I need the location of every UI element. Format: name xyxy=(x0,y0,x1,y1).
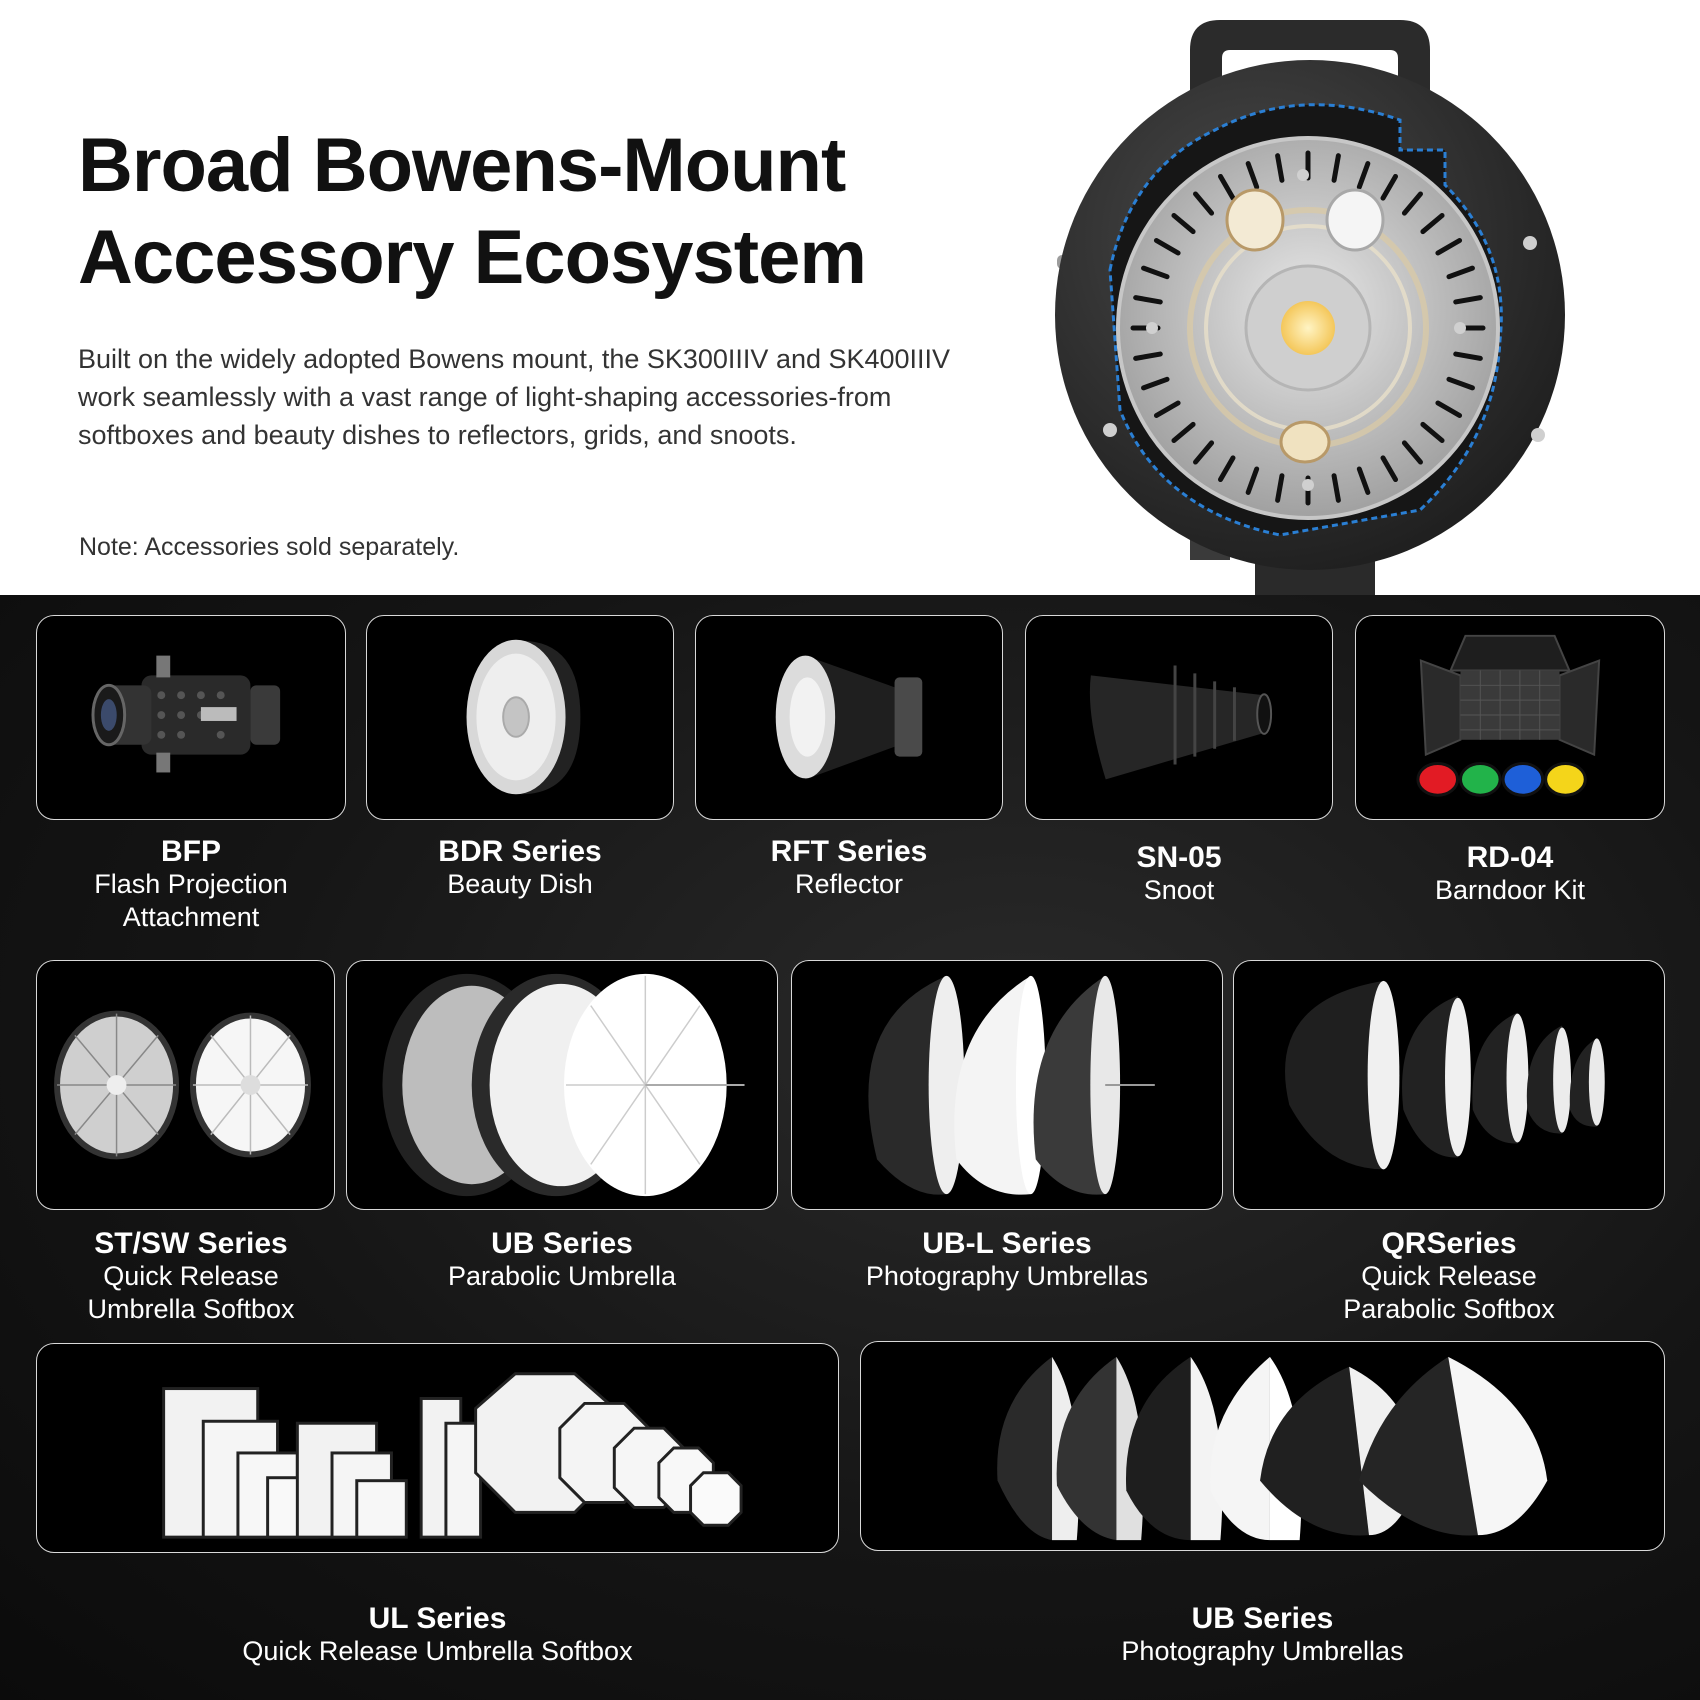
accessory-desc: Quick Release Umbrella Softbox xyxy=(87,1261,295,1324)
snoot-icon xyxy=(1089,665,1273,780)
accessory-card-ul[interactable] xyxy=(36,1343,839,1553)
accessory-caption-qr: QRSeries Quick Release Parabolic Softbox xyxy=(1233,1227,1665,1326)
title-line-2: Accessory Ecosystem xyxy=(78,215,867,300)
studio-flash-bowens-mount-icon xyxy=(1055,20,1565,595)
accessory-card-ub-photo[interactable] xyxy=(860,1341,1665,1551)
accessory-caption-rd04: RD-04 Barndoor Kit xyxy=(1355,841,1665,907)
umbrella-set-icon xyxy=(997,1356,1548,1541)
barndoor-kit-icon xyxy=(1416,634,1601,797)
header-section: Broad Bowens-Mount Accessory Ecosystem B… xyxy=(0,0,1700,595)
accessory-name: UB Series xyxy=(1191,1602,1334,1635)
accessory-caption-ub-l: UB-L Series Photography Umbrellas xyxy=(791,1227,1223,1293)
accessory-desc: Photography Umbrellas xyxy=(1121,1636,1404,1666)
accessory-name: UL Series xyxy=(368,1602,507,1635)
accessory-card-ub-l[interactable] xyxy=(791,960,1223,1210)
accessory-card-bdr[interactable] xyxy=(366,615,674,820)
accessory-name: SN-05 xyxy=(1136,841,1222,874)
accessory-name: ST/SW Series xyxy=(94,1227,288,1260)
description-text: Built on the widely adopted Bowens mount… xyxy=(78,344,951,450)
reflector-icon xyxy=(775,655,923,780)
accessory-caption-sn05: SN-05 Snoot xyxy=(1025,841,1333,907)
page-title: Broad Bowens-Mount Accessory Ecosystem xyxy=(78,120,978,304)
accessory-caption-st-sw: ST/SW Series Quick Release Umbrella Soft… xyxy=(36,1227,346,1326)
accessory-caption-bdr: BDR Series Beauty Dish xyxy=(366,835,674,901)
accessory-card-rd04[interactable] xyxy=(1355,615,1665,820)
accessory-name: QRSeries xyxy=(1381,1227,1517,1260)
note-text: Note: Accessories sold separately. xyxy=(79,533,460,561)
parabolic-umbrella-icon xyxy=(382,973,745,1197)
accessory-desc: Quick Release Umbrella Softbox xyxy=(242,1636,633,1666)
accessory-caption-bfp: BFP Flash Projection Attachment xyxy=(36,835,346,934)
accessory-desc: Snoot xyxy=(1143,875,1215,905)
accessory-card-bfp[interactable] xyxy=(36,615,346,820)
accessory-desc: Quick Release Parabolic Softbox xyxy=(1343,1261,1555,1324)
accessory-name: UB-L Series xyxy=(922,1227,1092,1260)
accessory-name: BDR Series xyxy=(438,835,602,868)
accessory-caption-ub-photo: UB Series Photography Umbrellas xyxy=(860,1602,1665,1668)
accessory-desc: Beauty Dish xyxy=(447,869,593,899)
accessory-card-rft[interactable] xyxy=(695,615,1003,820)
accessory-card-st-sw[interactable] xyxy=(36,960,335,1210)
accessory-name: RFT Series xyxy=(770,835,928,868)
accessory-desc: Reflector xyxy=(794,869,904,899)
accessory-name: BFP xyxy=(161,835,221,868)
accessory-desc: Flash Projection Attachment xyxy=(94,869,288,932)
accessory-desc: Parabolic Umbrella xyxy=(447,1261,677,1291)
accessory-name: UB Series xyxy=(491,1227,633,1260)
title-line-1: Broad Bowens-Mount xyxy=(78,123,846,208)
accessory-card-ub-parabolic[interactable] xyxy=(346,960,778,1210)
accessory-name: RD-04 xyxy=(1466,841,1554,874)
accessory-desc: Photography Umbrellas xyxy=(865,1261,1149,1291)
photography-umbrellas-icon xyxy=(868,975,1155,1195)
beauty-dish-icon xyxy=(466,639,581,795)
softbox-set-icon xyxy=(162,1372,743,1539)
accessory-card-sn05[interactable] xyxy=(1025,615,1333,820)
accessory-desc: Barndoor Kit xyxy=(1434,875,1586,905)
accessories-section: BFP Flash Projection Attachment BDR Seri… xyxy=(0,595,1700,1700)
accessory-caption-rft: RFT Series Reflector xyxy=(695,835,1003,901)
parabolic-softbox-icon xyxy=(1285,980,1605,1170)
umbrella-softbox-icon xyxy=(54,1010,311,1160)
accessory-caption-ub-parabolic: UB Series Parabolic Umbrella xyxy=(346,1227,778,1293)
accessory-caption-ul: UL Series Quick Release Umbrella Softbox xyxy=(36,1602,839,1668)
projection-attachment-icon xyxy=(91,655,281,773)
accessory-card-qr[interactable] xyxy=(1233,960,1665,1210)
